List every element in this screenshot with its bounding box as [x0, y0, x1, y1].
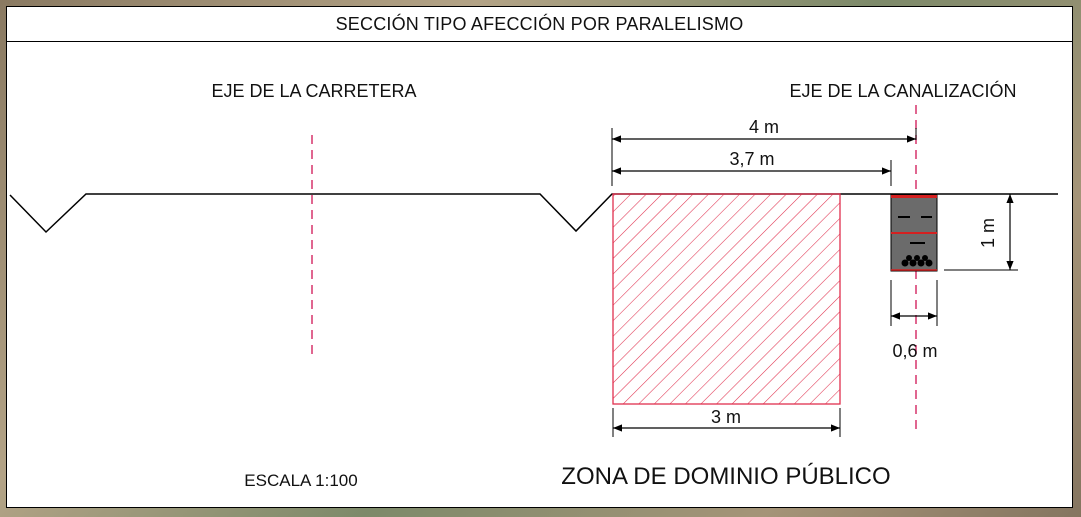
dim-label-3-7m: 3,7 m [729, 149, 774, 169]
dimension-4m [611, 128, 917, 186]
public-domain-zone [612, 193, 841, 405]
dim-label-0-6m: 0,6 m [892, 341, 937, 361]
drawing-title: SECCIÓN TIPO AFECCIÓN POR PARALELISMO [7, 7, 1072, 42]
ground-profile [9, 193, 1058, 234]
zone-label: ZONA DE DOMINIO PÚBLICO [561, 463, 890, 490]
dim-label-1m: 1 m [978, 218, 998, 248]
pipe-axis-label: EJE DE LA CANALIZACIÓN [789, 80, 1016, 101]
dimension-3-7m [612, 160, 892, 186]
trench [890, 194, 938, 272]
dim-label-3m: 3 m [711, 407, 741, 427]
dimension-0-6m [890, 280, 938, 326]
dimension-1m [944, 193, 1018, 271]
dimension-3m [612, 408, 841, 437]
road-axis-label: EJE DE LA CARRETERA [211, 81, 416, 101]
dim-label-4m: 4 m [749, 117, 779, 137]
scale-label: ESCALA 1:100 [244, 471, 357, 490]
